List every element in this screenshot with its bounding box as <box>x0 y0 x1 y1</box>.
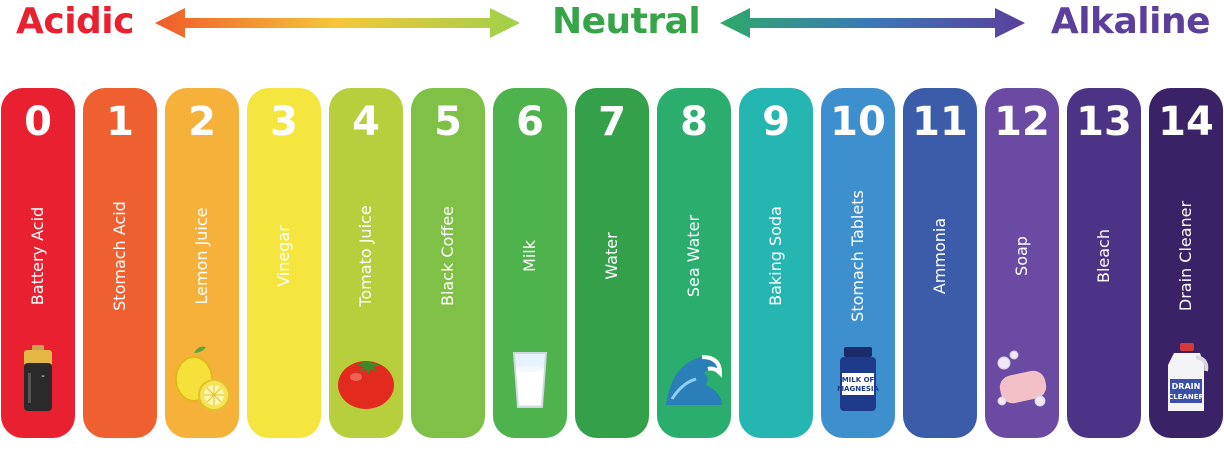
ph-value: 3 <box>270 99 298 145</box>
svg-text:-: - <box>41 371 45 382</box>
substance-label: Ammonia <box>930 217 949 295</box>
soap-icon <box>990 343 1054 413</box>
substance-label: Lemon Juice <box>192 207 211 305</box>
double-arrow-icon <box>155 8 520 38</box>
glass-of-milk-icon <box>498 343 562 413</box>
substance-label: Baking Soda <box>766 206 785 306</box>
substance-label: Bleach <box>1094 228 1113 284</box>
cleaner-bottle-icon: DRAIN CLEANER <box>1154 343 1218 413</box>
lemon-icon <box>170 343 234 413</box>
ph-value: 2 <box>188 99 216 145</box>
header: Acidic Neutral Alkaline <box>0 0 1224 60</box>
wave-icon <box>662 343 726 413</box>
cleaner-label-line-1: DRAIN <box>1172 382 1201 391</box>
medicine-label-line-2: MAGNESIA <box>837 385 879 393</box>
substance-label: Soap <box>1012 236 1031 276</box>
ph-value: 13 <box>1076 99 1132 145</box>
alkaline-label: Alkaline <box>1050 1 1211 42</box>
battery-icon: - <box>6 343 70 413</box>
ph-value: 0 <box>24 99 52 145</box>
ph-value: 10 <box>830 99 886 145</box>
acidic-label: Acidic <box>16 1 135 42</box>
substance-label: Tomato Juice <box>356 205 375 307</box>
substance-label: Stomach Acid <box>110 201 129 311</box>
ph-value: 1 <box>106 99 134 145</box>
cleaner-label-line-2: CLEANER <box>1168 393 1204 401</box>
neutral-label: Neutral <box>552 1 701 42</box>
substance-label: Stomach Tablets <box>848 190 867 322</box>
ph-value: 4 <box>352 99 380 145</box>
substance-label: Black Coffee <box>438 205 457 307</box>
substance-label: Battery Acid <box>28 206 47 306</box>
tomato-icon <box>334 343 398 413</box>
ph-value: 11 <box>912 99 968 145</box>
substance-label: Sea Water <box>684 214 703 298</box>
ph-value: 7 <box>598 99 626 145</box>
ph-value: 14 <box>1158 99 1214 145</box>
substance-label: Water <box>602 232 621 280</box>
ph-value: 6 <box>516 99 544 145</box>
ph-value: 9 <box>762 99 790 145</box>
ph-value: 5 <box>434 99 462 145</box>
substance-label: Vinegar <box>274 225 293 287</box>
double-arrow-icon <box>720 8 1025 38</box>
substance-label: Drain Cleaner <box>1176 200 1195 312</box>
medicine-label-line-1: MILK OF <box>842 376 875 384</box>
ph-value: 8 <box>680 99 708 145</box>
ph-value: 12 <box>994 99 1050 145</box>
substance-label: Milk <box>520 240 539 272</box>
